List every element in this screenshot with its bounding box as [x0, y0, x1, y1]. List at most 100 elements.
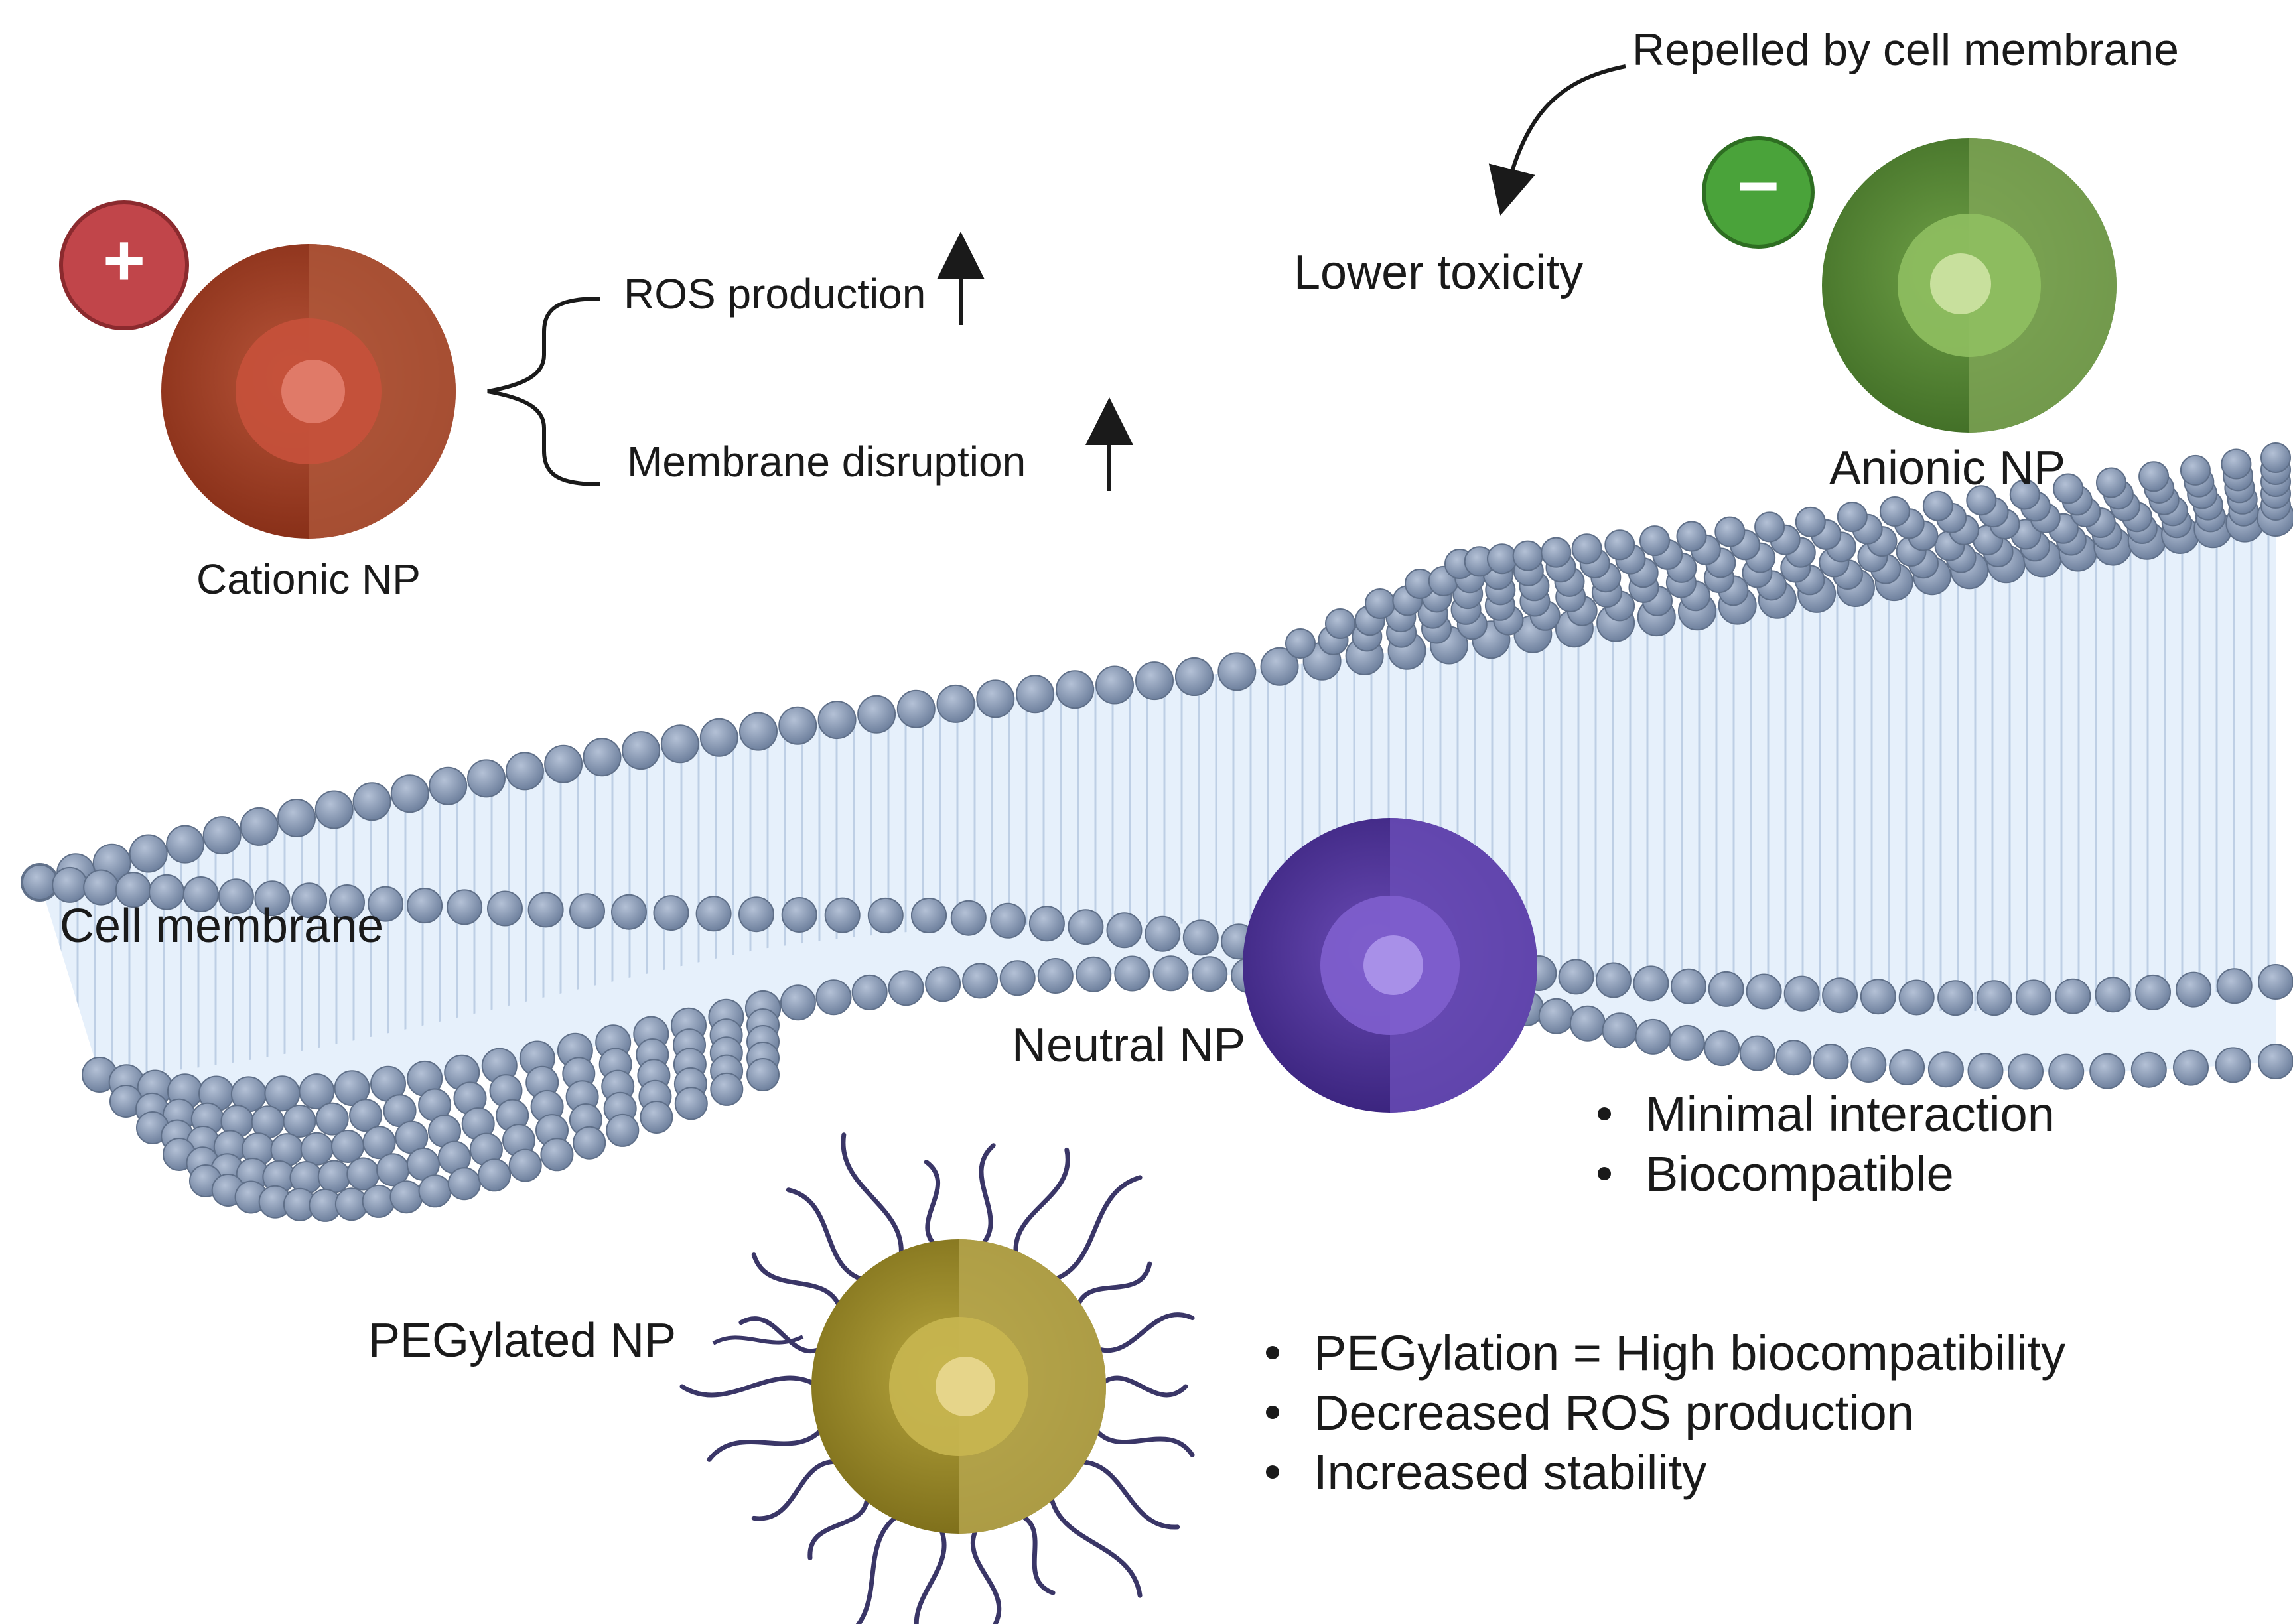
- lipid-head: [962, 963, 999, 999]
- pegylated-note: Decreased ROS production: [1254, 1383, 2065, 1443]
- peg-chain: [751, 1459, 844, 1521]
- lipid-head: [1967, 1053, 2004, 1089]
- lipid-head: [2015, 979, 2051, 1016]
- peg-label-connector: [712, 1335, 804, 1345]
- peg-chain: [1074, 1459, 1180, 1530]
- lipid-head: [1966, 485, 1997, 516]
- lipid-head: [277, 799, 316, 837]
- lipid-head: [202, 816, 242, 855]
- peg-chain: [807, 1489, 870, 1560]
- pegylated-core: [936, 1357, 995, 1416]
- lipid-head: [710, 1072, 744, 1106]
- lipid-head: [218, 878, 254, 915]
- lipid-head: [888, 970, 924, 1006]
- peg-chain: [707, 1423, 827, 1462]
- lipid-head: [1016, 675, 1055, 714]
- lipid-head: [407, 888, 443, 924]
- lipid-head: [1558, 959, 1594, 995]
- lipid-head: [1669, 1024, 1705, 1061]
- lipid-head: [1569, 1005, 1606, 1042]
- peg-chain: [976, 1143, 996, 1251]
- lipid-head: [478, 1158, 512, 1192]
- membrane-disruption-text: Membrane disruption: [627, 438, 1026, 486]
- lipid-head: [1487, 543, 1517, 575]
- peg-chain: [855, 1511, 903, 1624]
- lipid-head: [2173, 1049, 2209, 1086]
- cationic-charge-symbol: +: [103, 220, 145, 301]
- lipid-head: [182, 876, 219, 912]
- lipid-head: [1837, 502, 1868, 533]
- lipid-head: [660, 724, 699, 764]
- lipid-head: [129, 834, 168, 873]
- membrane-bilayer-tails: [40, 517, 2276, 1075]
- lipid-head: [1037, 958, 1074, 994]
- lipid-head: [699, 718, 738, 757]
- lipid-head: [2135, 974, 2171, 1010]
- lipid-head: [329, 884, 365, 920]
- lipid-head: [976, 679, 1015, 718]
- anionic-shell-cut: [1969, 138, 2117, 433]
- peg-chain: [738, 1316, 827, 1354]
- anionic-core: [1930, 253, 1991, 314]
- lipid-head: [2055, 978, 2091, 1014]
- lipid-head: [1068, 909, 1104, 945]
- lipid-head: [1671, 968, 1706, 1004]
- lipid-head: [527, 892, 564, 928]
- lipid-head: [583, 738, 622, 777]
- lipid-head: [1135, 661, 1174, 701]
- lipid-head: [611, 894, 647, 930]
- lipid-head: [2096, 467, 2126, 498]
- lipid-head: [1152, 955, 1189, 992]
- lipid-head: [2258, 1044, 2293, 1079]
- lipid-head: [1739, 1035, 1775, 1071]
- lower-toxicity-text: Lower toxicity: [1294, 246, 1583, 299]
- repelled-arrow: [1488, 64, 1626, 216]
- lipid-head: [544, 744, 583, 783]
- cationic-core: [281, 360, 345, 423]
- lipid-head: [1192, 956, 1228, 992]
- lipid-head: [857, 695, 896, 734]
- lipid-head: [999, 960, 1036, 996]
- anionic-charge-badge: [1702, 136, 1815, 249]
- lipid-head: [1635, 1018, 1671, 1055]
- peg-chain: [1074, 1261, 1152, 1314]
- peg-chain: [1090, 1423, 1195, 1457]
- cationic-label: Cationic NP: [196, 555, 421, 603]
- lipid-head: [622, 731, 661, 770]
- lipid-head: [1795, 506, 1826, 537]
- lipid-head: [52, 866, 88, 903]
- lipid-head: [447, 889, 483, 925]
- lipid-head: [1076, 956, 1112, 992]
- lipid-head: [315, 1102, 349, 1136]
- cationic-shell-cut: [309, 244, 456, 539]
- lipid-head: [314, 790, 354, 829]
- peg-chain: [924, 1160, 941, 1251]
- lipid-head: [606, 1113, 640, 1147]
- lipid-head: [2138, 461, 2170, 492]
- lipid-head: [695, 896, 732, 932]
- lipid-head: [1571, 533, 1602, 565]
- peg-chain: [1048, 1489, 1143, 1598]
- ros-production-text: ROS production: [624, 270, 926, 318]
- lipid-head: [540, 1138, 574, 1172]
- lipid-head: [1879, 496, 1910, 527]
- lipid-head: [1860, 979, 1896, 1015]
- lipid-head: [2053, 473, 2084, 504]
- lipid-head: [2221, 448, 2252, 480]
- peg-chain: [970, 1522, 1002, 1624]
- lipid-head: [331, 1130, 364, 1163]
- lipid-head: [2009, 479, 2040, 510]
- anionic-label: Anionic NP: [1829, 442, 2065, 495]
- lipid-head: [349, 1099, 383, 1132]
- lipid-head: [240, 807, 279, 846]
- lipid-head: [1889, 1049, 1925, 1085]
- lipid-head: [925, 966, 961, 1002]
- lipid-head: [166, 825, 205, 864]
- lipid-head: [429, 766, 468, 805]
- peg-chain: [841, 1132, 904, 1262]
- peg-chain: [679, 1375, 821, 1398]
- lipid-head: [1927, 1051, 1964, 1088]
- lipid-head: [2008, 1053, 2044, 1090]
- peg-chain: [751, 1252, 844, 1314]
- lipid-head: [746, 1058, 780, 1091]
